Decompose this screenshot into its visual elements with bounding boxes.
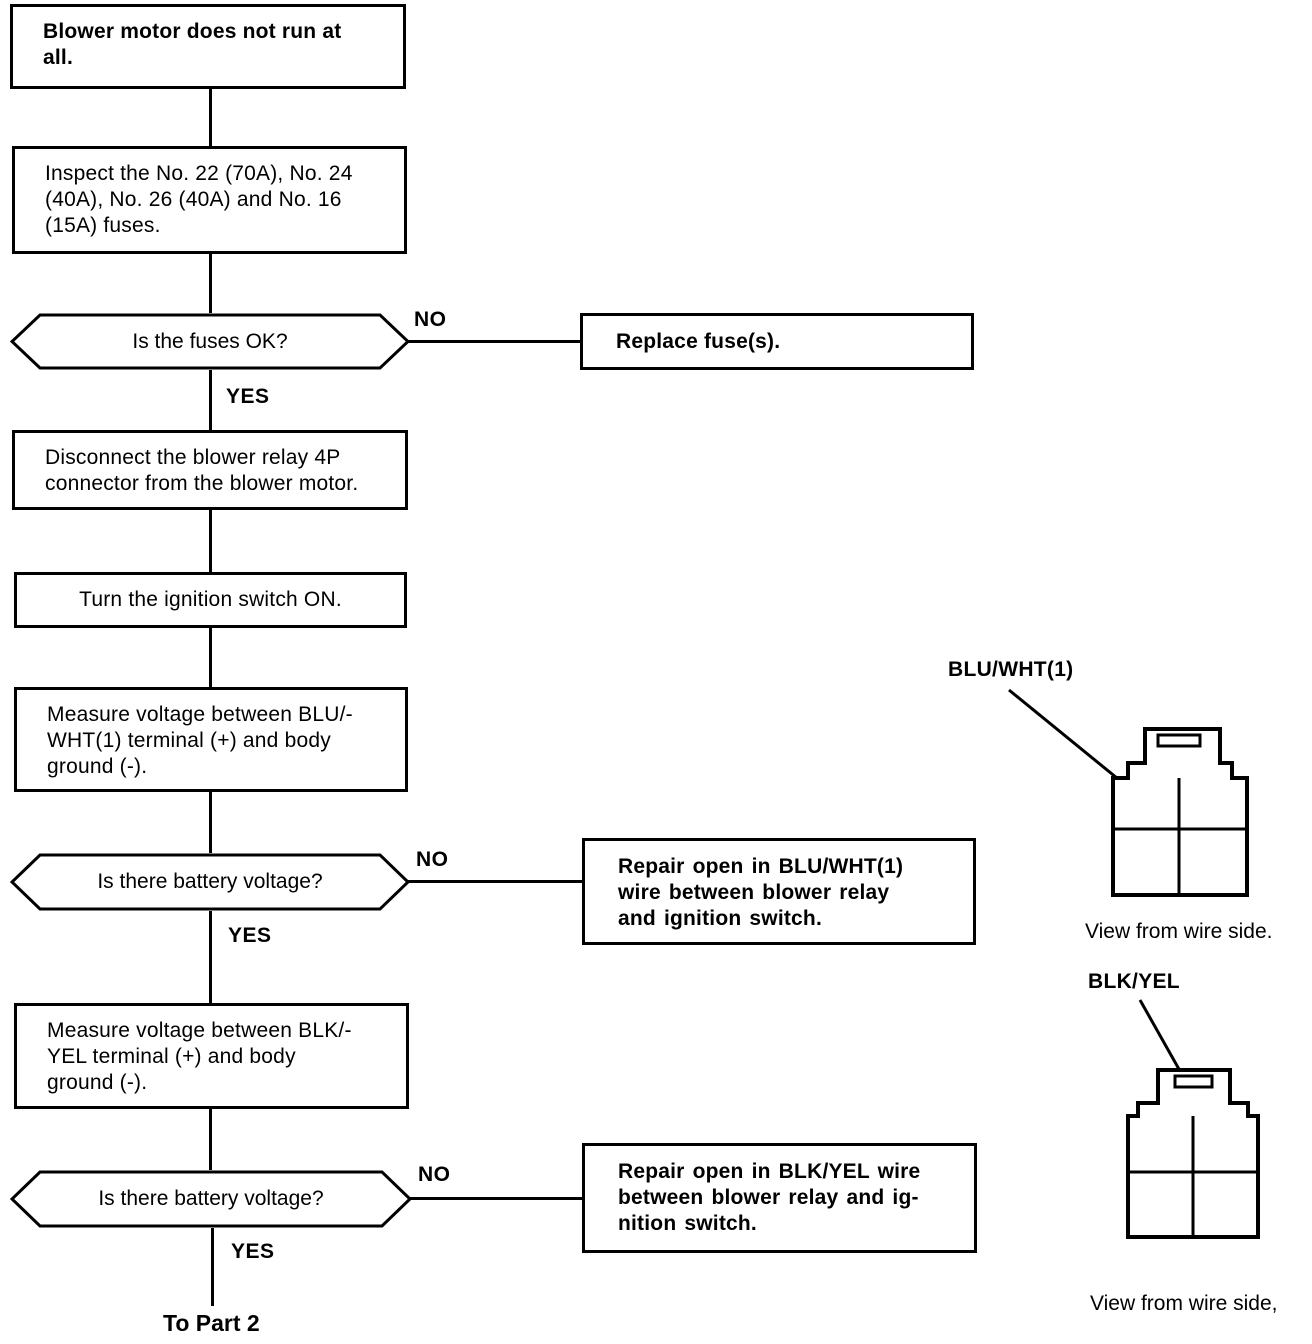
- edge-decision1-to-disconnect: [209, 370, 212, 430]
- edge-measure1-to-decision2: [209, 792, 212, 853]
- caption-view-wire-side-1: View from wire side.: [1085, 920, 1273, 943]
- decision-battery-voltage-1: Is there battery voltage?: [10, 853, 410, 911]
- wire-label-blk-yel: BLK/YEL: [1088, 970, 1180, 993]
- edge-disconnect-to-ignition: [209, 510, 212, 572]
- edge-no-3: [410, 1197, 582, 1200]
- node-disconnect-relay: Disconnect the blower relay 4P connector…: [12, 430, 408, 510]
- label-no-1: NO: [414, 308, 447, 331]
- decision-fuses-ok-text: Is the fuses OK?: [132, 329, 288, 353]
- label-no-2: NO: [416, 848, 449, 871]
- node-replace-fuses: Replace fuse(s).: [580, 313, 974, 370]
- decision-hexagon-shape: [10, 1170, 412, 1228]
- decision-battery-voltage-1-text: Is there battery voltage?: [97, 870, 323, 893]
- edge-no-1: [408, 340, 580, 343]
- node-ignition-on-text: Turn the ignition switch ON.: [79, 588, 342, 611]
- node-replace-fuses-text: Replace fuse(s).: [616, 329, 781, 353]
- node-repair-blk-yel: Repair open in BLK/YEL wire between blow…: [582, 1143, 977, 1253]
- node-measure-blu-wht: Measure voltage between BLU/- WHT(1) ter…: [14, 687, 408, 792]
- node-repair-blk-yel-text: Repair open in BLK/YEL wire between blow…: [618, 1160, 921, 1235]
- node-ignition-on: Turn the ignition switch ON.: [14, 572, 407, 628]
- decision-battery-voltage-2-text: Is there battery voltage?: [98, 1187, 324, 1210]
- label-yes-3: YES: [231, 1240, 275, 1263]
- node-disconnect-relay-text: Disconnect the blower relay 4P connector…: [45, 446, 359, 495]
- edge-no-2: [408, 880, 582, 883]
- wire-label-blu-wht: BLU/WHT(1): [948, 658, 1074, 681]
- node-measure-blk-yel-text: Measure voltage between BLK/- YEL termin…: [47, 1019, 352, 1094]
- edge-ignition-to-measure1: [209, 628, 212, 687]
- node-inspect-fuses-text: Inspect the No. 22 (70A), No. 24 (40A), …: [45, 162, 353, 237]
- edge-decision3-to-part2: [211, 1228, 214, 1306]
- connector-diagram-blu-wht: [1111, 727, 1249, 897]
- label-no-3: NO: [418, 1163, 451, 1186]
- edge-start-to-inspect: [209, 89, 212, 146]
- node-start: Blower motor does not run at all.: [10, 4, 406, 89]
- label-to-part-2: To Part 2: [163, 1310, 260, 1336]
- label-yes-2: YES: [228, 924, 272, 947]
- node-measure-blu-wht-text: Measure voltage between BLU/- WHT(1) ter…: [47, 703, 353, 778]
- node-measure-blk-yel: Measure voltage between BLK/- YEL termin…: [14, 1003, 409, 1109]
- edge-measure2-to-decision3: [209, 1109, 212, 1170]
- node-inspect-fuses: Inspect the No. 22 (70A), No. 24 (40A), …: [12, 146, 407, 254]
- node-repair-blu-wht: Repair open in BLU/WHT(1) wire between b…: [582, 838, 976, 945]
- edge-decision2-to-measure2: [209, 911, 212, 1003]
- decision-battery-voltage-2: Is there battery voltage?: [10, 1170, 412, 1228]
- decision-hexagon-shape: [10, 313, 410, 370]
- label-yes-1: YES: [226, 385, 270, 408]
- decision-hexagon-shape: [10, 853, 410, 911]
- caption-view-wire-side-2: View from wire side,: [1090, 1292, 1278, 1315]
- edge-inspect-to-decision1: [209, 254, 212, 313]
- decision-fuses-ok: Is the fuses OK?: [10, 313, 410, 370]
- node-start-text: Blower motor does not run at all.: [43, 20, 342, 69]
- connector-diagram-blk-yel: [1126, 1068, 1260, 1239]
- node-repair-blu-wht-text: Repair open in BLU/WHT(1) wire between b…: [618, 855, 904, 930]
